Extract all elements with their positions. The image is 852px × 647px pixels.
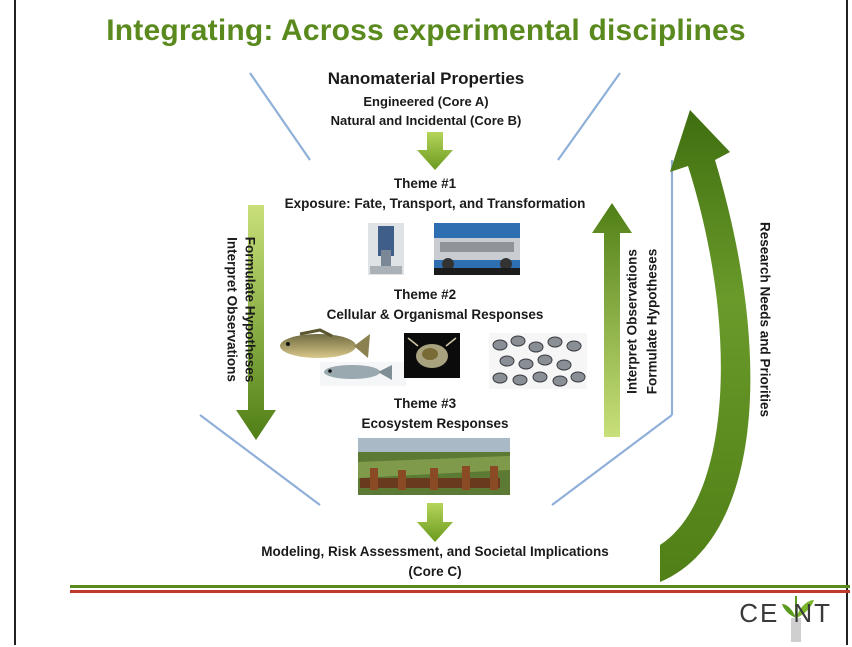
arrow-down-left-icon	[236, 205, 276, 440]
photo-embryos	[489, 333, 587, 389]
photo-fish-small	[320, 362, 406, 386]
theme2-title: Theme #2	[393, 287, 457, 302]
slide-title: Integrating: Across experimental discipl…	[106, 14, 746, 47]
theme3-title: Theme #3	[393, 396, 457, 411]
photo-fish-large	[280, 328, 370, 358]
photo-daphnia	[404, 333, 460, 378]
blue-frame-lines	[199, 72, 674, 506]
ceint-logo: CE NT	[739, 598, 832, 629]
core-c-label: (Core C)	[408, 564, 462, 579]
line-top-left	[249, 72, 311, 161]
nanomaterial-heading: Nanomaterial Properties	[327, 69, 525, 88]
arrow-down-top-icon	[417, 132, 453, 170]
photo-apparatus-large	[434, 223, 520, 275]
theme1-subtitle: Exposure: Fate, Transport, and Transform…	[284, 196, 586, 211]
core-a-label: Engineered (Core A)	[363, 94, 489, 109]
theme1-title: Theme #1	[393, 176, 457, 191]
line-bottom-right	[551, 414, 673, 506]
logo-text-left: CE	[739, 598, 780, 628]
line-top-right	[557, 72, 621, 161]
stripe-green	[70, 585, 850, 588]
core-b-label: Natural and Incidental (Core B)	[330, 113, 522, 128]
core-c-title: Modeling, Risk Assessment, and Societal …	[261, 544, 609, 559]
theme3-subtitle: Ecosystem Responses	[361, 416, 509, 431]
right-label-formulate: Formulate Hypotheses	[644, 248, 660, 395]
theme2-subtitle: Cellular & Organismal Responses	[326, 307, 544, 322]
slide-frame	[14, 0, 848, 645]
left-label-interpret: Interpret Observations	[224, 237, 240, 382]
left-label-formulate: Formulate Hypotheses	[242, 236, 258, 383]
outer-arrow-label: Research Needs and Priorities	[757, 221, 773, 418]
arrow-up-right-icon	[592, 203, 632, 437]
right-label-interpret: Interpret Observations	[624, 249, 640, 394]
logo-text-right: NT	[793, 598, 832, 628]
line-bottom-left	[199, 414, 321, 506]
outer-curved-arrow-icon	[660, 110, 751, 582]
photo-apparatus-small	[368, 223, 404, 275]
photo-ecosystem	[358, 438, 510, 495]
stripe-red	[70, 590, 850, 593]
arrow-down-bottom-icon	[417, 503, 453, 542]
sprout-icon	[782, 596, 814, 642]
